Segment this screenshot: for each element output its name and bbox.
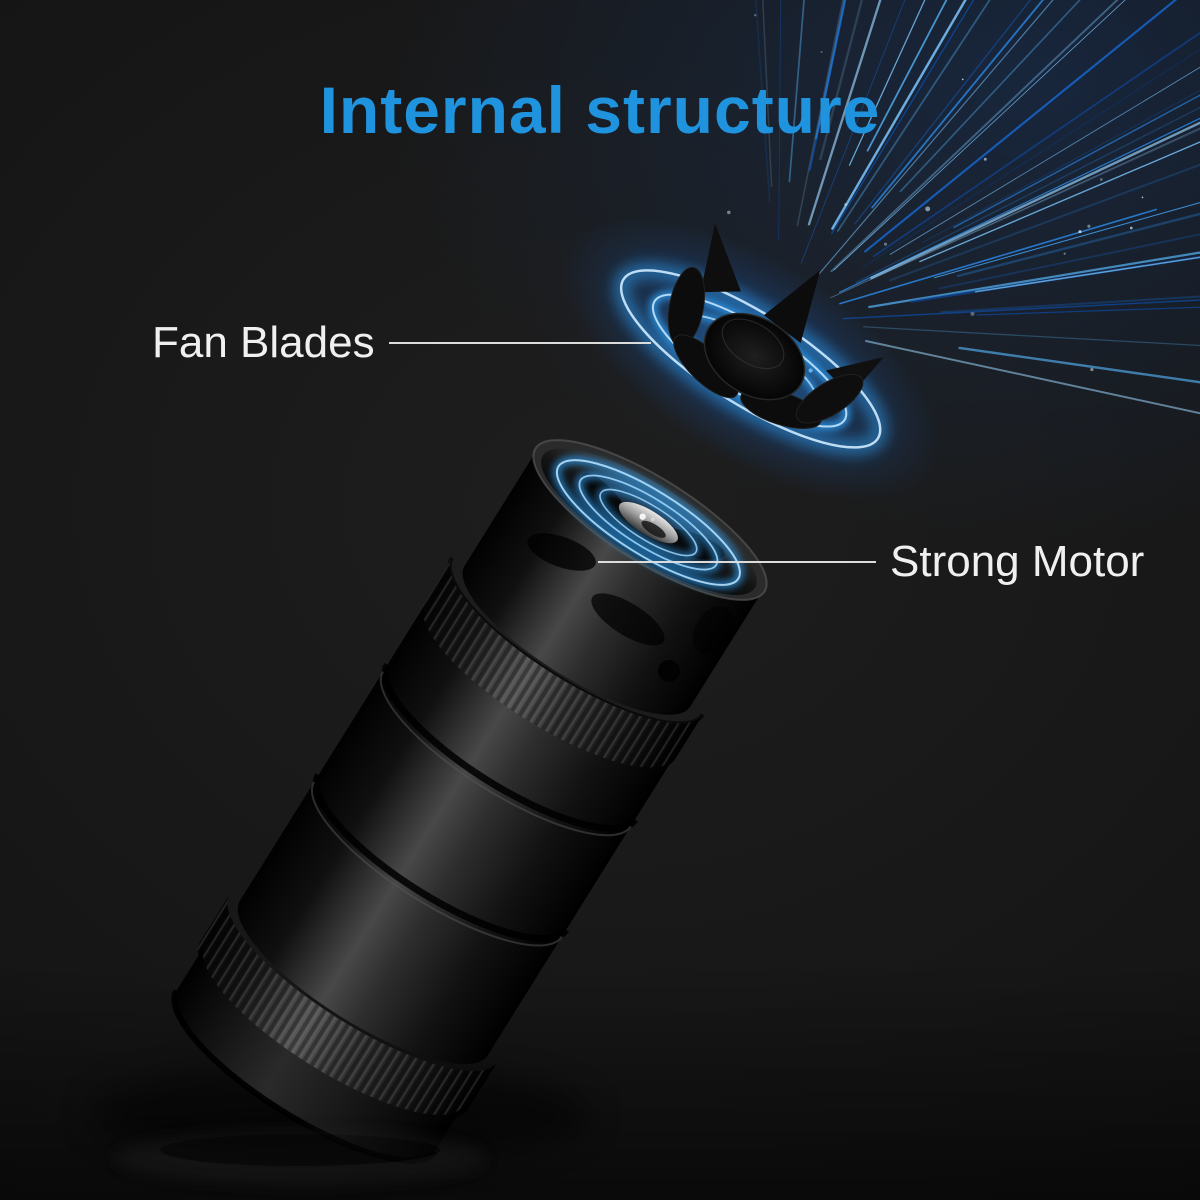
strong-motor-leader-line (598, 561, 876, 563)
fan-blades-leader-line (388, 342, 651, 344)
strong-motor-label: Strong Motor (890, 537, 1145, 586)
device-body (171, 216, 941, 1164)
page-title: Internal structure (319, 73, 881, 147)
label-fan-blades: Fan Blades (152, 318, 651, 368)
label-strong-motor: Strong Motor (598, 537, 1144, 587)
ground-shadow (90, 1065, 590, 1165)
fan-blades-label: Fan Blades (152, 318, 375, 367)
floor-reflection (115, 1132, 485, 1184)
